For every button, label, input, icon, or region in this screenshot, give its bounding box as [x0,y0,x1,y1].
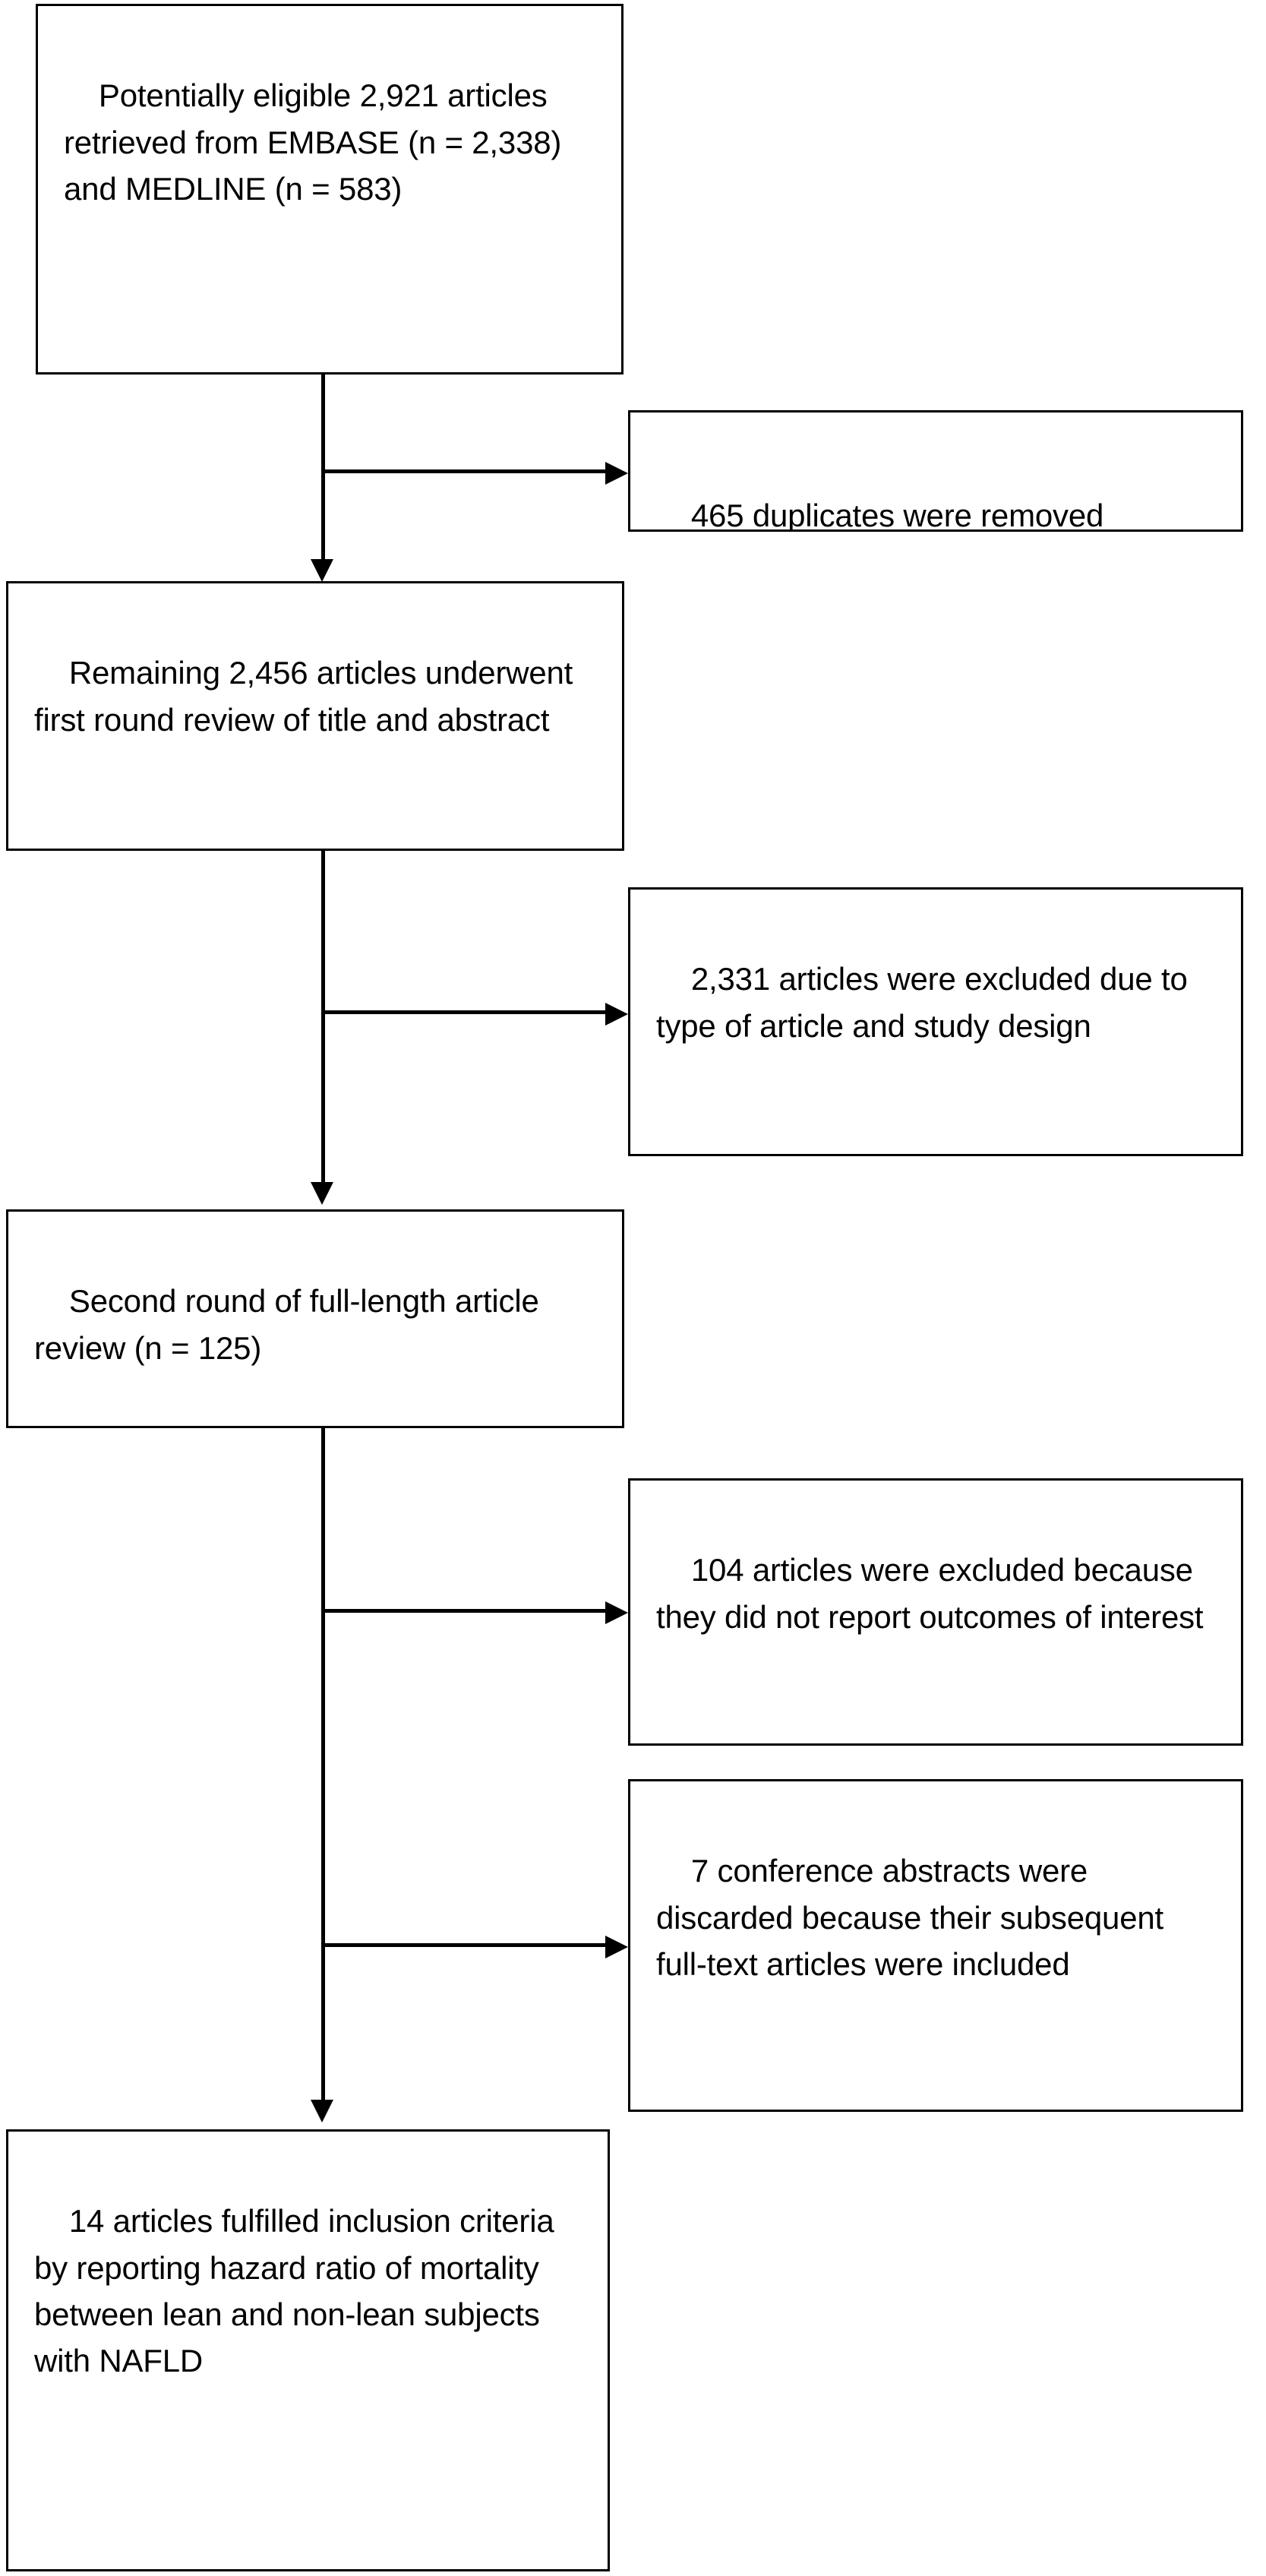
arrowhead-to-first-round [311,559,333,582]
arrowhead-to-excluded-type-design [605,1003,628,1026]
node-included-label: 14 articles fulfilled inclusion criteria… [34,2203,563,2379]
node-excluded-outcomes-label: 104 articles were excluded because they … [656,1552,1204,1635]
node-identification: Potentially eligible 2,921 articles retr… [36,4,624,375]
node-included: 14 articles fulfilled inclusion criteria… [6,2129,610,2571]
connector-branch-duplicates [321,469,610,473]
arrowhead-to-excluded-conference-abstracts [605,1936,628,1958]
arrowhead-to-included [311,2100,333,2122]
node-second-round-label: Second round of full-length article revi… [34,1283,548,1366]
node-first-round: Remaining 2,456 articles underwent first… [6,581,624,851]
connector-branch-excluded-outcomes [321,1609,610,1613]
arrowhead-to-duplicates-removed [605,462,628,485]
connector-second-round-stem [321,1428,325,2100]
node-excluded-type-design: 2,331 articles were excluded due to type… [628,887,1243,1156]
node-second-round: Second round of full-length article revi… [6,1209,624,1428]
node-identification-label: Potentially eligible 2,921 articles retr… [64,77,570,207]
connector-branch-excluded-type-design [321,1010,610,1014]
arrowhead-to-second-round [311,1182,333,1205]
node-excluded-outcomes: 104 articles were excluded because they … [628,1478,1243,1746]
node-excluded-type-design-label: 2,331 articles were excluded due to type… [656,961,1197,1044]
node-first-round-label: Remaining 2,456 articles underwent first… [34,655,582,738]
node-excluded-conference-abstracts-label: 7 conference abstracts were discarded be… [656,1853,1173,1982]
node-duplicates-removed: 465 duplicates were removed [628,410,1243,532]
connector-branch-excluded-conference-abstracts [321,1943,610,1947]
node-duplicates-removed-label: 465 duplicates were removed [690,498,1104,532]
connector-identification-stem [321,375,325,575]
node-excluded-conference-abstracts: 7 conference abstracts were discarded be… [628,1779,1243,2112]
connector-first-round-stem [321,851,325,1183]
arrowhead-to-excluded-outcomes [605,1601,628,1624]
